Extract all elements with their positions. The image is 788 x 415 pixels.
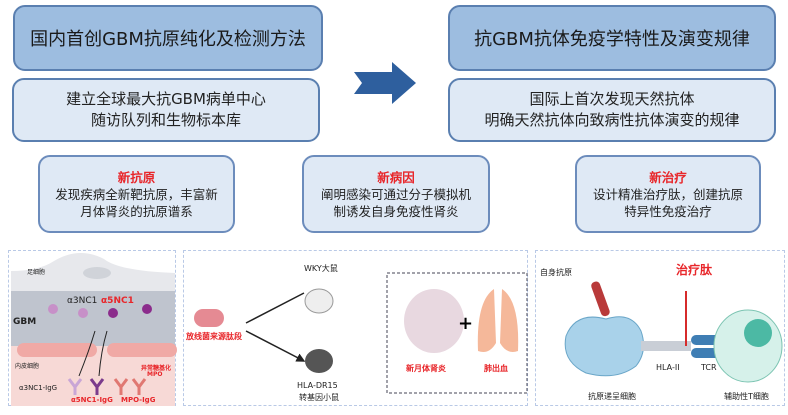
right-arrow-icon — [354, 62, 416, 104]
mouse-label: HLA-DR15 — [297, 381, 338, 390]
card-line: 月体肾炎的抗原谱系 — [80, 203, 193, 219]
podocyte-label: 足细胞 — [27, 269, 46, 276]
a3nc1-igg-label: α3NC1-IgG — [19, 384, 58, 392]
endothelial-label: 内皮细胞 — [15, 363, 40, 370]
rat-icon — [304, 288, 334, 314]
rat-label: WKY大鼠 — [304, 264, 338, 273]
right-title: 抗GBM抗体免疫学特性及演变规律 — [474, 29, 750, 50]
gbm-diagram — [11, 252, 177, 406]
animal-model-panel: + 放线菌来源肽段 WKY大鼠 HLA-DR15 转基因小鼠 新月体肾炎 肺出血 — [183, 250, 528, 406]
t-cell-label: 辅助性T细胞 — [724, 392, 769, 401]
card-line: 特异性免疫治疗 — [624, 203, 712, 219]
animal-model-diagram: + — [194, 272, 528, 394]
t-cell-icon — [713, 309, 783, 383]
card-line: 阐明感染可通过分子模拟机 — [320, 186, 471, 202]
card-heading: 新治疗 — [649, 169, 687, 185]
gbm-illustration-panel: 足细胞 α3NC1 α5NC1 GBM 内皮细胞 α3NC1-IgG α5NC1… — [8, 250, 177, 406]
card-new-antigen: 新抗原发现疾病全新靶抗原，丰富新月体肾炎的抗原谱系 — [38, 155, 235, 233]
mpo-label: 异常糖基化 — [141, 365, 172, 372]
gbm-label: GBM — [13, 317, 37, 327]
left-title-box: 国内首创GBM抗原纯化及检测方法 — [13, 5, 323, 71]
therapy-diagram — [564, 281, 783, 383]
card-new-cause: 新病因阐明感染可通过分子模拟机制诱发自身免疫性肾炎 — [302, 155, 490, 233]
tcr-label: TCR — [701, 363, 717, 372]
peptide-label: 放线菌来源肽段 — [186, 332, 242, 341]
card-line: 发现疾病全新靶抗原，丰富新 — [55, 186, 218, 202]
left-sub-box: 建立全球最大抗GBM病单中心随访队列和生物标本库 — [12, 78, 320, 142]
mouse-label: 转基因小鼠 — [299, 393, 339, 402]
apc-icon — [564, 316, 645, 377]
card-new-therapy: 新治疗设计精准治疗肽，创建抗原特异性免疫治疗 — [575, 155, 761, 233]
right-sub-line2: 明确天然抗体向致病性抗体演变的规律 — [484, 111, 740, 129]
autoantigen-label: 自身抗原 — [540, 268, 572, 277]
card-heading: 新病因 — [377, 169, 415, 185]
right-sub-box: 国际上首次发现天然抗体明确天然抗体向致病性抗体演变的规律 — [448, 78, 776, 142]
mpo-igg-label: MPO-IgG — [121, 396, 156, 404]
svg-text:+: + — [458, 313, 473, 334]
left-sub-line1: 建立全球最大抗GBM病单中心 — [66, 90, 266, 108]
mouse-icon — [305, 349, 333, 373]
kidney-icon — [404, 289, 464, 353]
right-title-box: 抗GBM抗体免疫学特性及演变规律 — [448, 5, 776, 71]
card-heading: 新抗原 — [117, 169, 156, 185]
card-line: 设计精准治疗肽，创建抗原 — [592, 186, 743, 202]
right-sub-line1: 国际上首次发现天然抗体 — [529, 90, 695, 108]
a5nc1-igg-label: α5NC1-IgG — [71, 396, 113, 404]
left-sub-line2: 随访队列和生物标本库 — [90, 111, 241, 129]
bacteria-icon — [194, 309, 224, 327]
hla-icon — [641, 341, 691, 351]
lung-label: 肺出血 — [484, 364, 508, 373]
hla-label: HLA-II — [656, 363, 680, 372]
apc-label: 抗原递呈细胞 — [588, 392, 636, 401]
autoantigen-icon — [591, 281, 610, 317]
a3nc1-label: α3NC1 — [67, 296, 98, 306]
lung-icon — [477, 289, 519, 352]
mpo-label: MPO — [147, 371, 163, 378]
left-title: 国内首创GBM抗原纯化及检测方法 — [30, 29, 306, 50]
a5nc1-label: α5NC1 — [101, 296, 134, 306]
therapy-peptide-label: 治疗肽 — [676, 263, 713, 277]
card-line: 制诱发自身免疫性肾炎 — [333, 203, 459, 219]
therapy-panel: 自身抗原 治疗肽 HLA-II TCR 抗原递呈细胞 辅助性T细胞 — [535, 250, 785, 406]
kidney-label: 新月体肾炎 — [406, 364, 446, 373]
